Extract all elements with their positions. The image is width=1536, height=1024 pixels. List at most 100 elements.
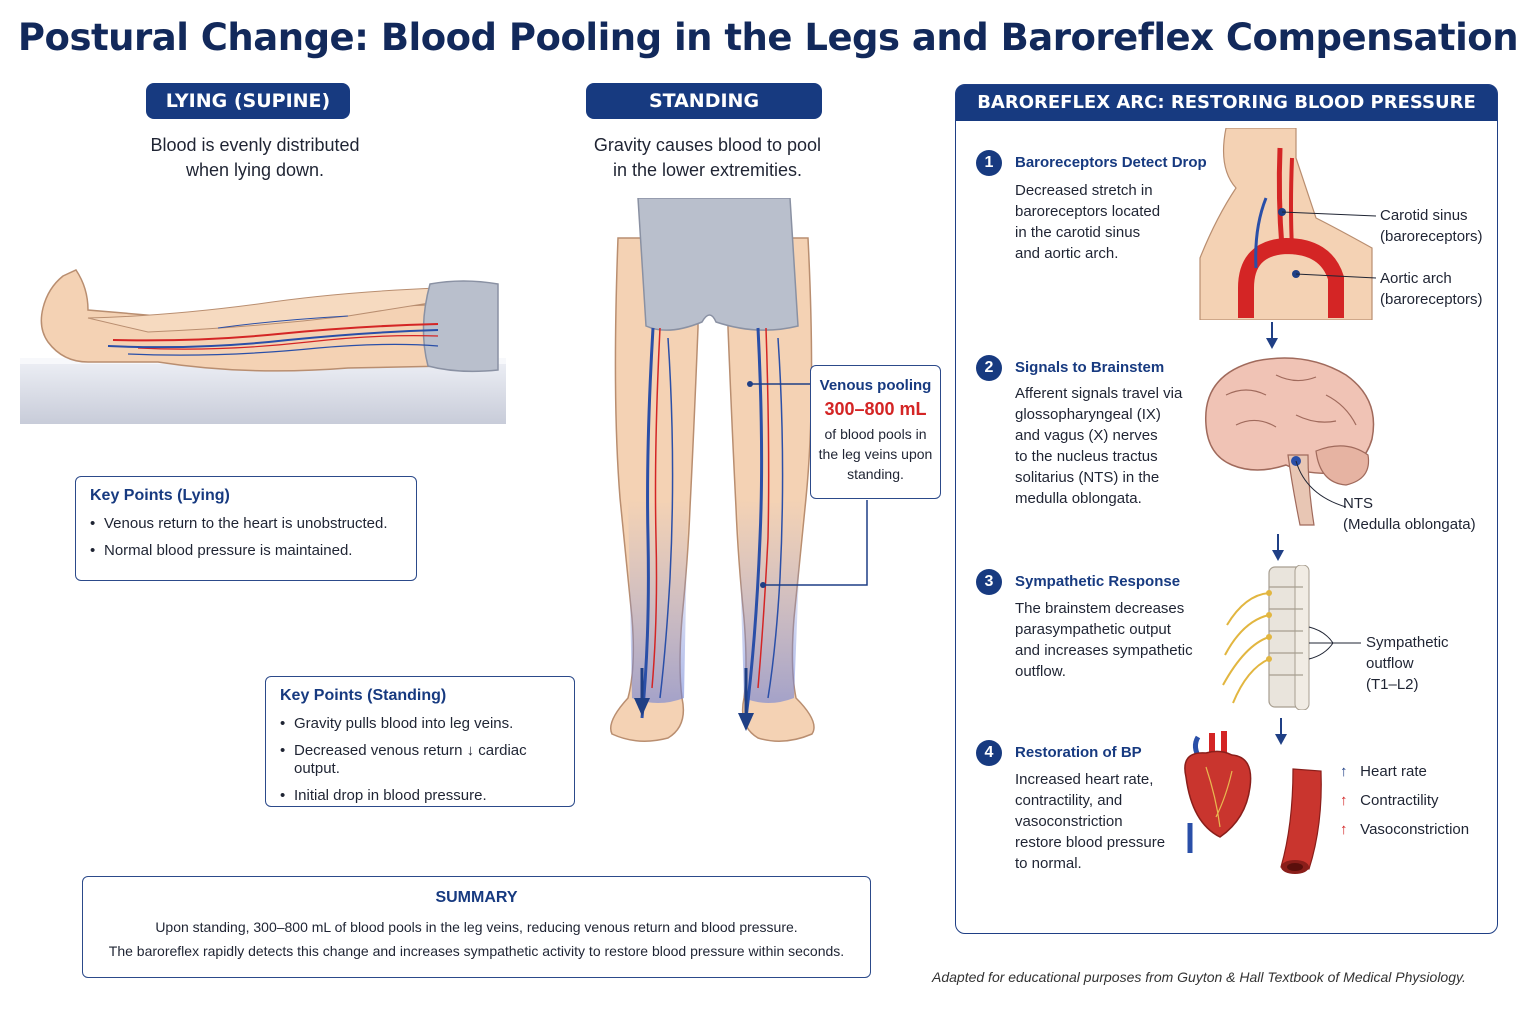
effect-label: Heart rate [1360, 763, 1427, 780]
pooling-shade-left [628, 498, 688, 703]
label-line: Sympathetic [1366, 634, 1449, 651]
step-text-line: outflow. [1015, 663, 1066, 680]
step-text-line: The brainstem decreases [1015, 600, 1185, 617]
step-text-line: Decreased stretch in [1015, 182, 1153, 199]
flow-arrow-1 [1266, 322, 1278, 349]
lying-vein [107, 329, 439, 349]
lying-leg-top [87, 287, 449, 333]
lying-desc-line2: when lying down. [185, 160, 325, 180]
standing-header: STANDING [586, 83, 822, 119]
key-points-lying: Key Points (Lying) Venous return to the … [75, 476, 417, 581]
aortic-arch [1238, 237, 1344, 318]
step-1-number: 1 [976, 150, 1002, 176]
standing-artery-left [651, 327, 661, 689]
step-3-title: Sympathetic Response [1015, 573, 1181, 590]
neck-silhouette [1199, 128, 1373, 320]
key-point-item: Normal blood pressure is maintained. [90, 542, 402, 560]
step-4-number: 4 [976, 740, 1002, 766]
step-text-line: restore blood pressure [1015, 834, 1166, 851]
standing-vein-right [744, 327, 764, 719]
label-line: (baroreceptors) [1380, 291, 1483, 308]
aortic-arch-label: Aortic arch (baroreceptors) [1380, 268, 1483, 310]
pooling-line3: standing. [847, 466, 904, 482]
pooling-volume: 300–800 mL [824, 399, 927, 419]
step-text-line: Afferent signals travel via [1015, 385, 1183, 402]
sympathetic-nerves [1222, 592, 1270, 704]
key-point-item: Decreased venous return ↓ cardiac output… [280, 742, 560, 778]
key-points-standing-title: Key Points (Standing) [280, 687, 447, 704]
brain-shape [1205, 357, 1375, 475]
effect-contractility: ↑ Contractility [1340, 791, 1439, 811]
standing-shorts [637, 198, 799, 331]
step-4-title: Restoration of BP [1015, 744, 1142, 761]
flow-arrow-2 [1272, 534, 1284, 561]
summary-title: SUMMARY [435, 889, 518, 906]
key-point-item: Gravity pulls blood into leg veins. [280, 715, 560, 733]
step-text-line: and vagus (X) nerves [1015, 427, 1158, 444]
key-points-lying-title: Key Points (Lying) [90, 487, 230, 504]
pooling-callout-lines [747, 381, 868, 588]
source-credit: Adapted for educational purposes from Gu… [932, 969, 1466, 985]
standing-desc-line1: Gravity causes blood to pool [593, 135, 822, 155]
step-2-text: Afferent signals travel via glossopharyn… [1015, 383, 1205, 509]
page-title: Postural Change: Blood Pooling in the Le… [17, 16, 1519, 59]
lying-shorts [422, 280, 499, 373]
step-text-line: baroreceptors located [1015, 203, 1161, 220]
lying-description: Blood is evenly distributed when lying d… [110, 133, 400, 183]
lying-artery [112, 323, 439, 342]
label-line: outflow [1366, 655, 1414, 672]
label-line: (T1–L2) [1366, 676, 1419, 693]
pooling-title: Venous pooling [819, 377, 932, 394]
step-1-title: Baroreceptors Detect Drop [1015, 154, 1207, 171]
up-arrow-icon: ↑ [1340, 763, 1348, 780]
label-line: NTS [1343, 495, 1373, 512]
standing-desc-line2: in the lower extremities. [612, 160, 803, 180]
arc-header: BAROREFLEX ARC: RESTORING BLOOD PRESSURE [956, 85, 1497, 121]
brain-illustration [1205, 357, 1375, 526]
step-text-line: and increases sympathetic [1015, 642, 1193, 659]
nts-label: NTS (Medulla oblongata) [1343, 493, 1476, 535]
summary-line2: The baroreflex rapidly detects this chan… [108, 943, 845, 959]
step-2-number: 2 [976, 355, 1002, 381]
pooling-line1: of blood pools in [824, 426, 927, 442]
baroreflex-arc-panel: BAROREFLEX ARC: RESTORING BLOOD PRESSURE [955, 84, 1498, 934]
effect-vasoconstriction: ↑ Vasoconstriction [1340, 820, 1469, 840]
step-text-line: contractility, and [1015, 792, 1123, 809]
step-text-line: in the carotid sinus [1015, 224, 1141, 241]
key-point-item: Venous return to the heart is unobstruct… [90, 515, 402, 533]
step-2-title: Signals to Brainstem [1015, 359, 1165, 376]
cerebellum [1315, 445, 1370, 486]
step-3-text: The brainstem decreases parasympathetic … [1015, 598, 1205, 682]
lying-desc-line1: Blood is evenly distributed [150, 135, 360, 155]
step-text-line: and aortic arch. [1015, 245, 1119, 262]
step-text-line: to the nucleus tractus [1015, 448, 1158, 465]
key-point-item: Initial drop in blood pressure. [280, 787, 560, 805]
label-line: Aortic arch [1380, 270, 1452, 287]
step-text-line: parasympathetic output [1015, 621, 1171, 638]
pooling-line2: the leg veins upon [818, 446, 933, 462]
standing-description: Gravity causes blood to pool in the lowe… [560, 133, 855, 183]
label-line: (baroreceptors) [1380, 228, 1483, 245]
step-text-line: vasoconstriction [1015, 813, 1123, 830]
key-points-standing: Key Points (Standing) Gravity pulls bloo… [265, 676, 575, 807]
lying-header: LYING (SUPINE) [146, 83, 350, 119]
standing-legs-illustration [610, 198, 815, 742]
carotid-artery [1276, 147, 1285, 249]
sympathetic-outflow-label: Sympathetic outflow (T1–L2) [1366, 632, 1449, 695]
step-text-line: to normal. [1015, 855, 1082, 872]
standing-artery-right [757, 327, 770, 689]
up-arrow-icon: ↑ [1340, 821, 1348, 838]
summary-line1: Upon standing, 300–800 mL of blood pools… [155, 919, 798, 935]
spinal-cord-illustration [1222, 565, 1361, 710]
effect-label: Contractility [1360, 792, 1439, 809]
step-text-line: Increased heart rate, [1015, 771, 1154, 788]
neck-aorta-illustration [1199, 128, 1376, 320]
step-text-line: solitarius (NTS) in the [1015, 469, 1160, 486]
blood-vessel-illustration [1280, 768, 1322, 874]
step-text-line: medulla oblongata. [1015, 490, 1142, 507]
brainstem [1287, 454, 1315, 526]
lying-leg-illustration [20, 269, 506, 424]
heart-shape [1184, 750, 1252, 838]
step-4-text: Increased heart rate, contractility, and… [1015, 769, 1205, 874]
label-line: Carotid sinus [1380, 207, 1468, 224]
